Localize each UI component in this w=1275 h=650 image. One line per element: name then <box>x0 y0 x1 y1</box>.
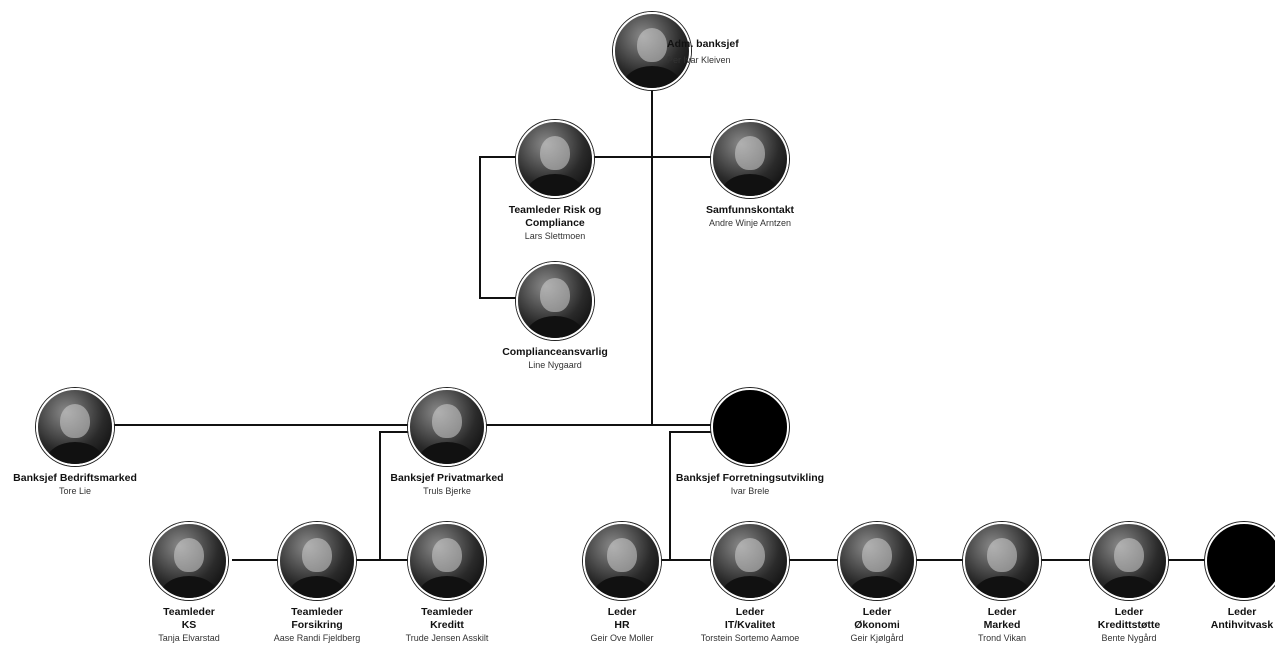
node-title: Samfunnskontakt <box>705 204 795 216</box>
org-node-complianceansvarlig[interactable]: Complianceansvarlig Line Nygaard <box>470 262 640 371</box>
node-name: Trude Jensen Asskilt <box>405 633 489 643</box>
node-name: Trond Vikan <box>977 633 1027 643</box>
org-node-leder-okonomi[interactable]: Leder Økonomi Geir Kjølgård <box>792 522 962 644</box>
node-title: Teamleder Kreditt <box>421 606 473 631</box>
node-name: Line Nygaard <box>528 360 582 370</box>
avatar <box>711 522 789 600</box>
avatar <box>278 522 356 600</box>
org-node-banksjef-privatmarked[interactable]: Banksjef Privatmarked Truls Bjerke <box>362 388 532 497</box>
node-title: Leder Kredittstøtte <box>1097 606 1161 631</box>
node-title: Leder Økonomi <box>854 606 900 631</box>
node-title: Leder Antihvitvask <box>1210 606 1274 631</box>
org-node-teamleder-ks[interactable]: Teamleder KS Tanja Elvarstad <box>104 522 274 644</box>
node-title: Leder IT/Kvalitet <box>724 606 776 631</box>
avatar <box>1205 522 1275 600</box>
node-title: Banksjef Privatmarked <box>390 472 504 484</box>
node-title: Teamleder Risk og Compliance <box>508 204 602 229</box>
node-name: Tore Lie <box>58 486 92 496</box>
node-title: Banksjef Forretningsutvikling <box>675 472 825 484</box>
org-node-teamleder-forsikring[interactable]: Teamleder Forsikring Aase Randi Fjeldber… <box>232 522 402 644</box>
node-name: Aase Randi Fjeldberg <box>273 633 361 643</box>
avatar <box>963 522 1041 600</box>
org-node-leder-hr[interactable]: Leder HR Geir Ove Moller <box>537 522 707 644</box>
org-node-banksjef-bedriftsmarked[interactable]: Banksjef Bedriftsmarked Tore Lie <box>0 388 160 497</box>
avatar <box>408 522 486 600</box>
avatar <box>150 522 228 600</box>
node-name: Geir Kjølgård <box>850 633 904 643</box>
node-name: Lars Slettmoen <box>524 231 586 241</box>
node-name: Per Ivar Kleiven <box>667 55 731 65</box>
avatar <box>516 120 594 198</box>
node-name: Andre Winje Arntzen <box>708 218 792 228</box>
node-title: Banksjef Bedriftsmarked <box>13 472 137 484</box>
avatar <box>408 388 486 466</box>
avatar <box>36 388 114 466</box>
org-node-leder-marked[interactable]: Leder Marked Trond Vikan <box>917 522 1087 644</box>
node-name: Truls Bjerke <box>423 486 471 496</box>
avatar <box>516 262 594 340</box>
org-node-teamleder-risk[interactable]: Teamleder Risk og Compliance Lars Slettm… <box>470 120 640 242</box>
node-title: Teamleder KS <box>163 606 215 631</box>
org-node-leder-it-kvalitet[interactable]: Leder IT/Kvalitet Torstein Sortemo Aamoe <box>665 522 835 644</box>
node-name: Geir Ove Moller <box>590 633 654 643</box>
node-title: Adm. banksjef <box>667 38 739 50</box>
node-name: Tanja Elvarstad <box>158 633 220 643</box>
org-node-banksjef-forretningsutvikling[interactable]: Banksjef Forretningsutvikling Ivar Brele <box>665 388 835 497</box>
org-node-leder-antihvitvask[interactable]: Leder Antihvitvask <box>1105 522 1275 632</box>
avatar <box>711 120 789 198</box>
avatar <box>711 388 789 466</box>
org-node-teamleder-kreditt[interactable]: Teamleder Kreditt Trude Jensen Asskilt <box>362 522 532 644</box>
avatar <box>583 522 661 600</box>
node-name: Torstein Sortemo Aamoe <box>700 633 800 643</box>
node-title: Leder HR <box>607 606 637 631</box>
avatar <box>838 522 916 600</box>
node-title: Leder Marked <box>983 606 1021 631</box>
avatar <box>613 12 691 90</box>
org-node-samfunnskontakt[interactable]: Samfunnskontakt Andre Winje Arntzen <box>665 120 835 229</box>
node-name: Bente Nygård <box>1101 633 1157 643</box>
org-node-leder-kredittstotte[interactable]: Leder Kredittstøtte Bente Nygård <box>1044 522 1214 644</box>
org-node-adm-banksjef[interactable]: Adm. banksjef Per Ivar Kleiven <box>567 12 739 90</box>
node-title: Teamleder Forsikring <box>291 606 343 631</box>
node-name: Ivar Brele <box>730 486 770 496</box>
avatar <box>1090 522 1168 600</box>
node-title: Complianceansvarlig <box>502 346 608 358</box>
